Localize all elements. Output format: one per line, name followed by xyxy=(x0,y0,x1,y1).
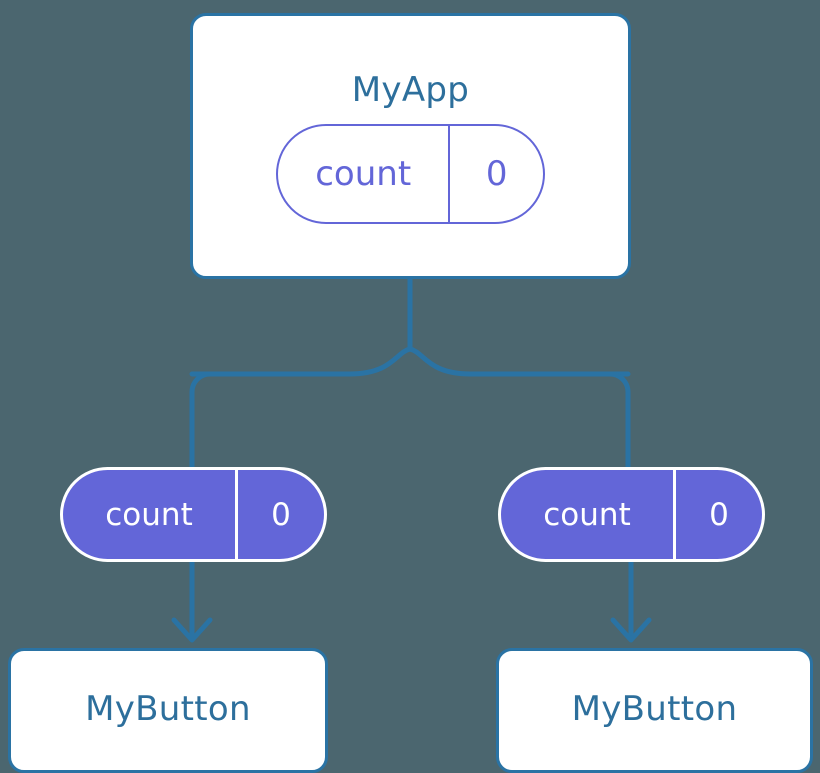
child-left-component-card[interactable]: MyButton xyxy=(8,648,328,773)
fork-split-curve xyxy=(189,346,631,377)
child-left-prop-pill-value: 0 xyxy=(235,470,324,559)
root-state-pill-value: 0 xyxy=(448,126,543,222)
child-right-prop-pill-key: count xyxy=(543,496,631,533)
child-right-prop-pill[interactable]: count 0 xyxy=(498,467,765,562)
right-pill-to-button-arrow-head xyxy=(610,617,652,643)
child-right-prop-pill-value: 0 xyxy=(673,470,762,559)
left-pill-to-button-arrow-head xyxy=(171,617,213,643)
child-right-component-title: MyButton xyxy=(571,688,738,729)
fork-to-right-pill-elbow xyxy=(587,371,631,470)
fork-to-left-pill-elbow xyxy=(189,371,233,470)
child-left-prop-pill-key: count xyxy=(105,496,193,533)
child-left-prop-pill[interactable]: count 0 xyxy=(60,467,327,562)
root-component-card[interactable]: MyApp count 0 xyxy=(190,13,631,279)
child-left-component-title: MyButton xyxy=(85,688,251,729)
child-right-component-card[interactable]: MyButton xyxy=(496,648,813,773)
root-state-pill[interactable]: count 0 xyxy=(276,124,545,224)
root-state-pill-key: count xyxy=(315,154,412,194)
root-component-title: MyApp xyxy=(351,70,470,110)
